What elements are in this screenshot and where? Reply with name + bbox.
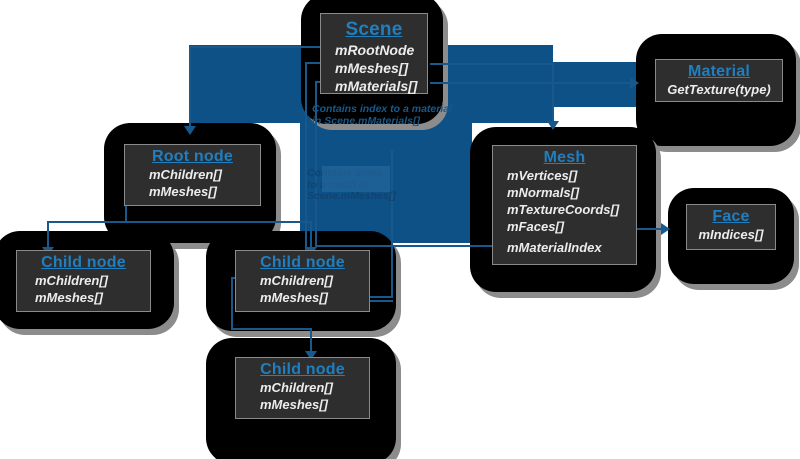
node-mesh-field-0: mVertices[] [507, 168, 578, 183]
connector-childmeshes-to-scene [305, 62, 329, 64]
caption-material-index: Contains index to a material in Scene.mM… [312, 103, 453, 127]
connector-rootnode-to-scene [190, 46, 336, 48]
arrow-scene-to-mesh [547, 121, 559, 130]
connector-scene-meshes-vert [552, 63, 554, 127]
node-child-left-title: Child node [41, 254, 126, 271]
node-mesh-field-3: mFaces[] [507, 219, 565, 234]
node-root-node-title: Root node [152, 148, 233, 165]
connector-materialindex-vert [315, 81, 317, 247]
caption-mesh-index-overlay [322, 166, 390, 192]
node-child-bottom-field-0: mChildren[] [260, 380, 333, 395]
node-child-left-field-1: mMeshes[] [35, 290, 103, 305]
node-root-node-field-0: mChildren[] [149, 167, 222, 182]
node-child-middle-title: Child node [260, 254, 345, 271]
node-child-bottom[interactable]: Child node mChildren[] mMeshes[] [235, 357, 370, 419]
connector-scene-materials-right [430, 82, 634, 84]
node-face[interactable]: Face mIndices[] [686, 204, 776, 250]
connector-childmeshes-vert-main [305, 62, 307, 302]
connector-scene-to-rootnode-vert [189, 46, 191, 130]
node-child-middle[interactable]: Child node mChildren[] mMeshes[] [235, 250, 370, 312]
connector-to-child-middle [310, 221, 312, 251]
node-mesh-field-1: mNormals[] [507, 185, 580, 200]
arrow-scene-to-material [630, 77, 639, 89]
node-child-left-field-0: mChildren[] [35, 273, 108, 288]
node-material[interactable]: Material GetTexture(type) [655, 59, 783, 102]
node-root-node[interactable]: Root node mChildren[] mMeshes[] [124, 144, 261, 206]
connector-to-child-left [47, 221, 49, 251]
node-face-field-0: mIndices[] [698, 227, 764, 242]
arrow-mesh-to-face [661, 223, 670, 235]
node-scene-field-0: mRootNode [335, 42, 415, 58]
node-scene[interactable]: Scene mRootNode mMeshes[] mMaterials[] [320, 13, 428, 94]
arrow-scene-to-rootnode [184, 126, 196, 135]
node-face-title: Face [712, 208, 750, 225]
node-child-bottom-title: Child node [260, 361, 345, 378]
connector-midchild-children-vert [231, 277, 233, 330]
node-root-node-field-1: mMeshes[] [149, 184, 217, 199]
node-scene-field-2: mMaterials[] [335, 78, 418, 94]
connector-scene-meshes-right [430, 63, 554, 65]
blue-background-lower [300, 150, 472, 243]
connector-midchild-meshes-vert [391, 150, 393, 298]
node-scene-title: Scene [345, 19, 403, 40]
connector-midchild-to-bottom [231, 328, 311, 330]
connector-rootchildren-bus [47, 221, 311, 223]
node-mesh-field-2: mTextureCoords[] [507, 202, 620, 217]
node-material-field-0: GetTexture(type) [667, 82, 771, 97]
node-child-left[interactable]: Child node mChildren[] mMeshes[] [16, 250, 151, 312]
connector-to-child-bottom [310, 328, 312, 355]
node-mesh-field-4: mMaterialIndex [507, 240, 602, 255]
connector-materialindex-from-mesh [315, 245, 497, 247]
node-mesh-title: Mesh [543, 149, 586, 166]
node-child-middle-field-0: mChildren[] [260, 273, 333, 288]
arrow-to-child-bottom [305, 351, 317, 360]
node-child-middle-field-1: mMeshes[] [260, 290, 328, 305]
node-material-title: Material [687, 63, 751, 80]
node-child-bottom-field-1: mMeshes[] [260, 397, 328, 412]
node-scene-field-1: mMeshes[] [335, 60, 409, 76]
node-mesh[interactable]: Mesh mVertices[] mNormals[] mTextureCoor… [492, 145, 637, 265]
